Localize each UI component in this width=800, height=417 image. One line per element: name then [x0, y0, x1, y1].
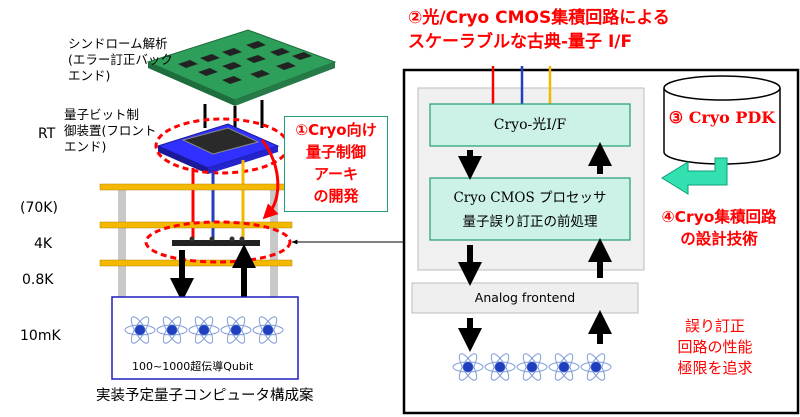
green-arrow-icon: [661, 157, 728, 195]
cryo-cmos-label-1: Cryo CMOS プロセッサ: [453, 190, 607, 206]
temp-0-8k: 0.8K: [22, 272, 54, 288]
chip-icon: [156, 123, 280, 174]
pcb-label: シンドローム解析 (エラー訂正バック エンド): [68, 36, 173, 83]
temperature-stage-rails: [99, 183, 293, 267]
temp-4k: 4K: [34, 236, 53, 252]
cryo-chip-highlight-ring: [144, 220, 292, 264]
design-tech-label: ④Cryo集積回路 の設計技術: [661, 208, 777, 248]
callout-cryo-control-arch: ①Cryo向け 量子制御 アーキ の開発: [284, 116, 388, 212]
dataflow-arrows: [458, 142, 612, 352]
temp-70k: (70K): [20, 200, 58, 216]
cryo-chip-icon: [172, 236, 260, 246]
qubit-label: 100~1000超伝導Qubit: [132, 360, 254, 373]
performance-limit-label: 誤り訂正 回路の性能 極限を追求: [677, 317, 753, 377]
temp-rt: RT: [38, 126, 56, 142]
analog-frontend-label: Analog frontend: [474, 290, 576, 305]
figure-caption: 実装予定量子コンピュータ構成案: [96, 388, 314, 404]
pdk-label: ③ Cryo PDK: [668, 108, 776, 127]
temp-10mk: 10mK: [20, 328, 61, 344]
chip-label: 量子ビット制 御装置(フロント エンド): [64, 107, 157, 154]
right-title: ②光/Cryo CMOS集積回路による スケーラブルな古典-量子 I/F: [408, 8, 670, 52]
cryo-optical-io-box: [429, 103, 631, 147]
cryo-cmos-processor-box: [429, 177, 631, 241]
pcb-board-icon: [146, 29, 337, 106]
analog-frontend-box: [411, 282, 639, 314]
cryo-optical-io-label: Cryo-光I/F: [493, 117, 567, 133]
cryo-cmos-label-2: 量子誤り訂正の前処理: [462, 214, 598, 230]
pdk-database-icon: [663, 75, 781, 165]
